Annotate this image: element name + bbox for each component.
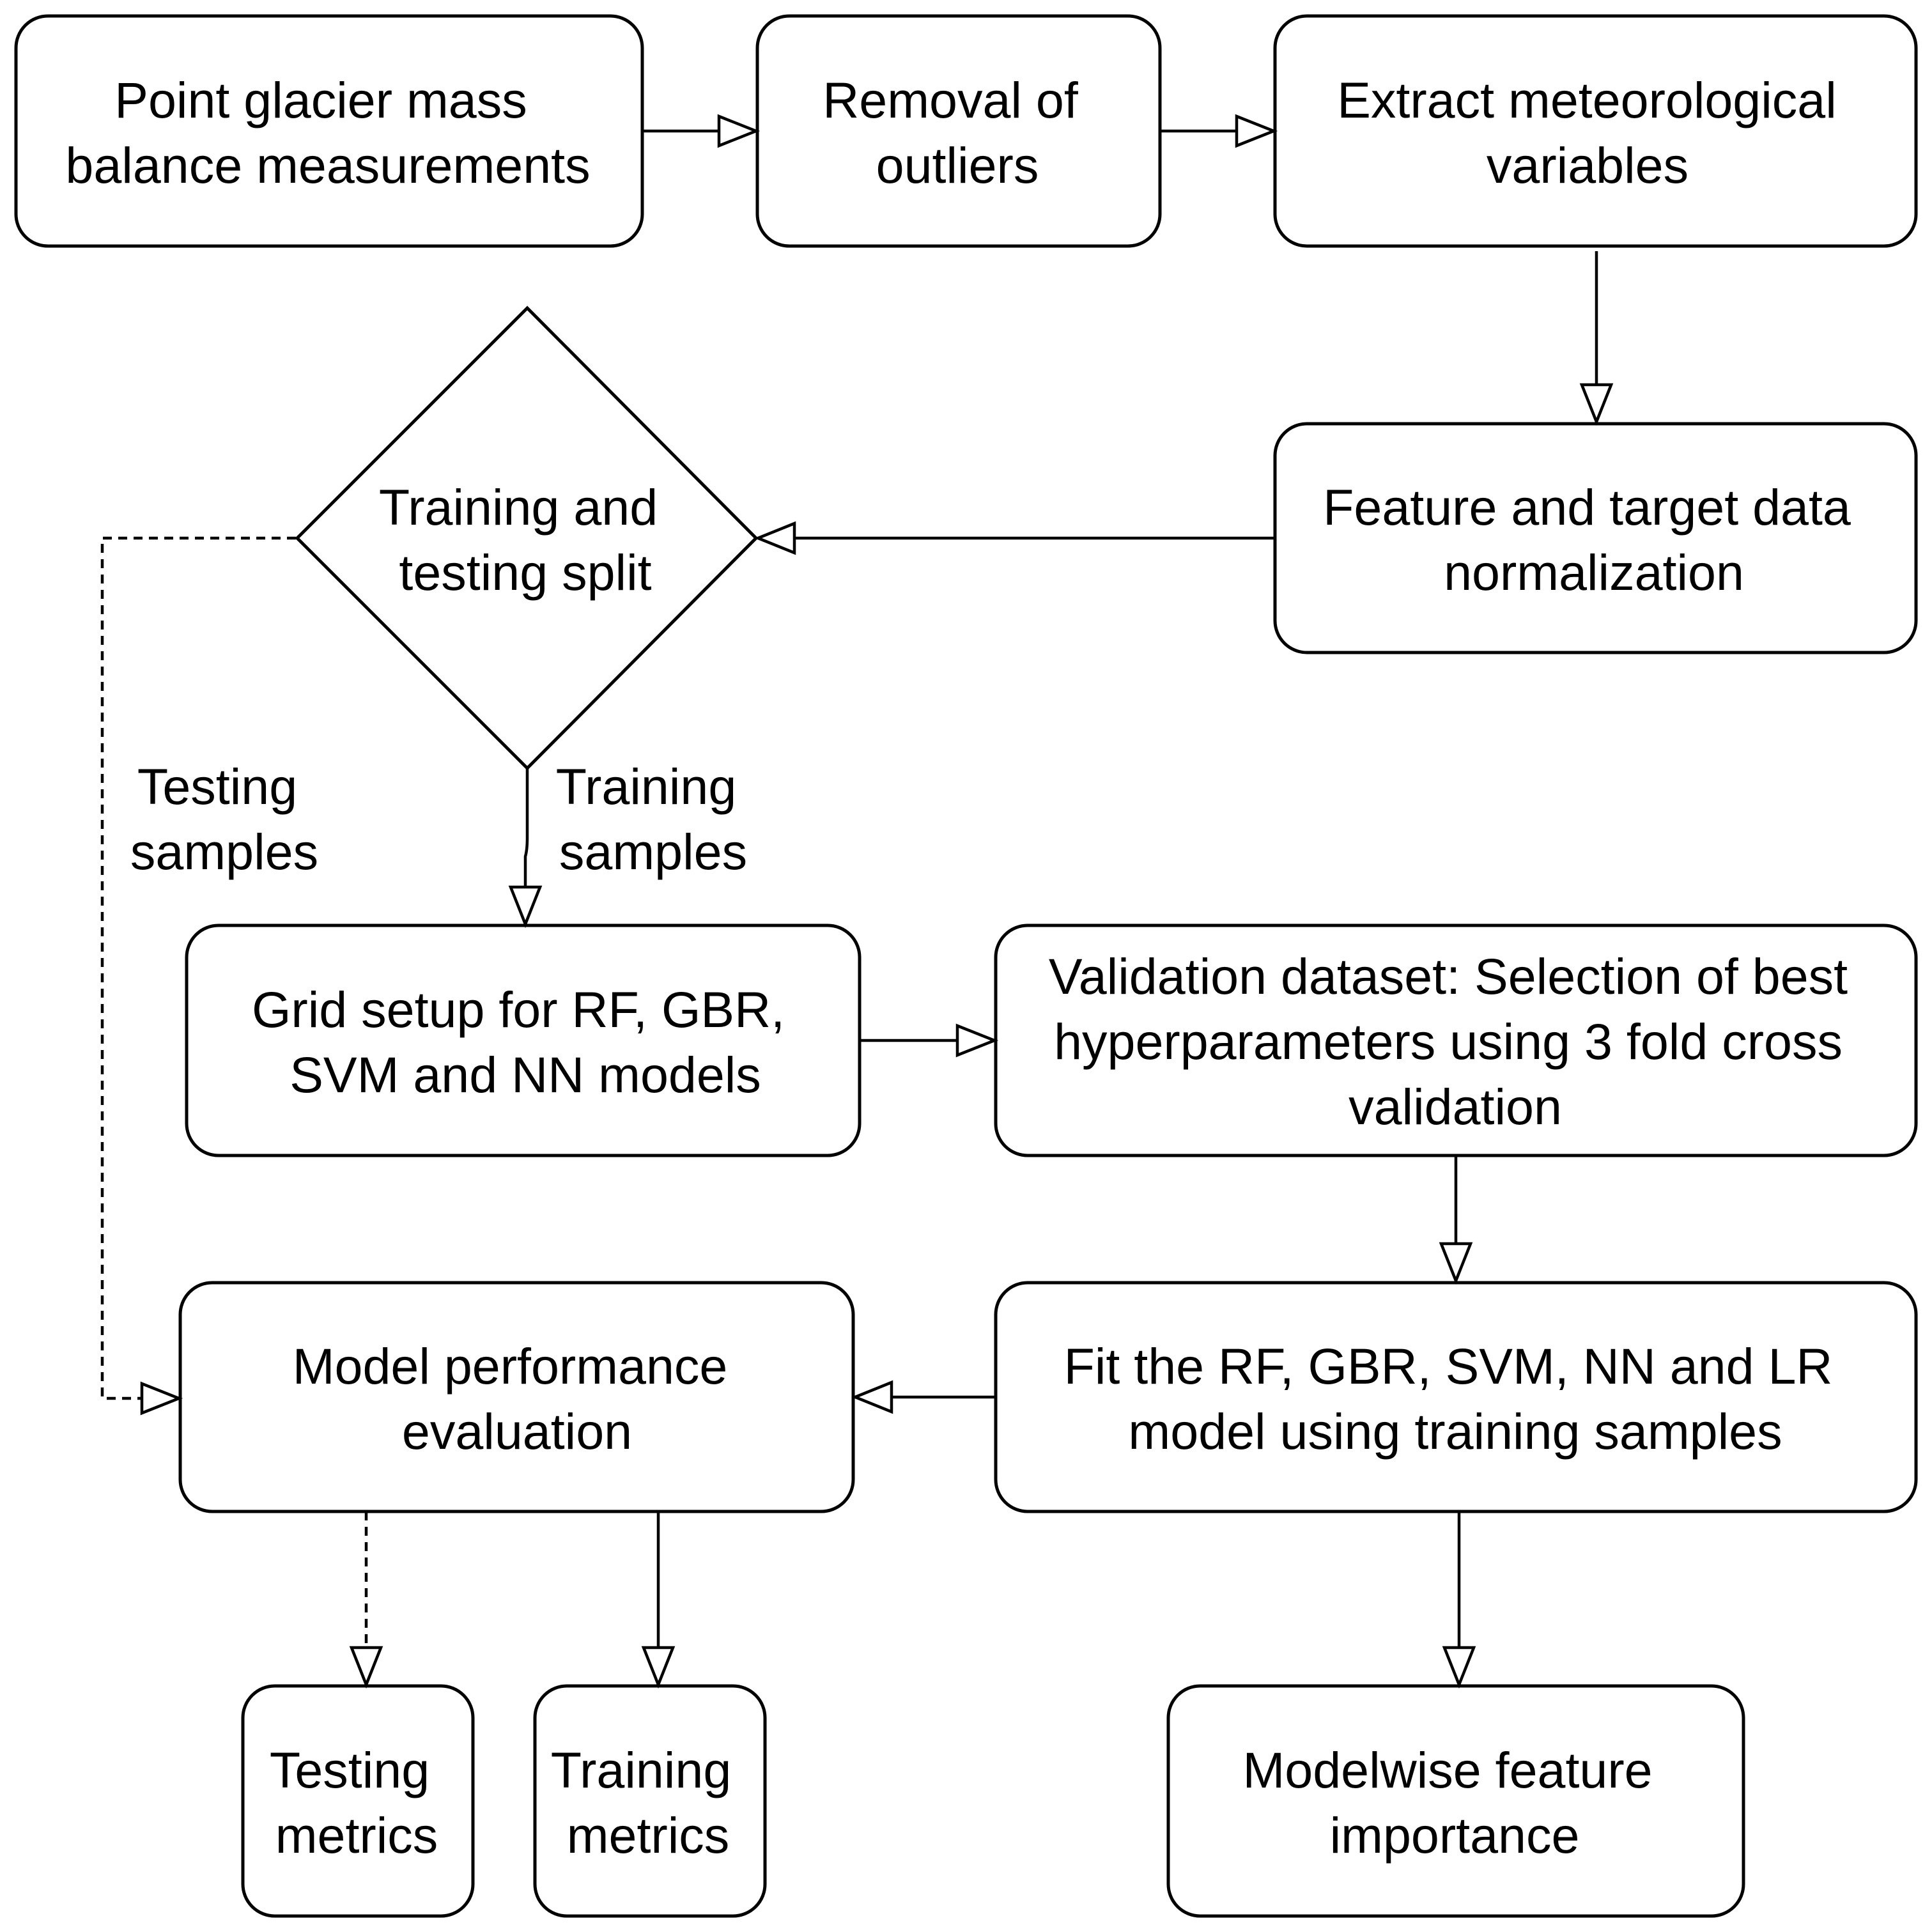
- node-testing-metrics-box: [241, 1684, 475, 1918]
- node-performance-box: [178, 1281, 855, 1513]
- node-point-glacier-text: Point glacier mass balance measurements: [65, 72, 590, 194]
- node-grid-setup-box: [185, 923, 862, 1157]
- arrowhead-icon: [717, 114, 761, 148]
- arrowhead-icon: [1579, 383, 1614, 426]
- arrowhead-icon: [955, 1023, 999, 1058]
- node-split-diamond: [295, 305, 759, 771]
- arrowhead-icon: [1235, 114, 1278, 148]
- edge-split-to-performance: [100, 536, 296, 1400]
- arrowhead-icon: [641, 1646, 676, 1689]
- node-grid-setup-text: Grid setup for RF, GBR, SVM and NN model…: [252, 981, 799, 1103]
- node-fit-models-text: Fit the RF, GBR, SVM, NN and LR model us…: [1064, 1338, 1847, 1460]
- arrowhead-icon: [508, 885, 543, 929]
- node-feature-importance-text: Modelwise feature importance: [1242, 1742, 1666, 1864]
- node-performance-text: Model performance evaluation: [293, 1338, 742, 1460]
- node-feature-importance-box: [1166, 1684, 1745, 1918]
- arrowhead-icon: [753, 521, 796, 555]
- node-removal-outliers-text: Removal of outliers: [823, 72, 1092, 194]
- edge-label-testing-samples: Testing samples: [130, 758, 318, 880]
- node-split-text: Training and testing split: [379, 479, 672, 601]
- arrowhead-icon: [1442, 1646, 1476, 1689]
- node-training-metrics-text: Training metrics: [551, 1742, 745, 1864]
- node-point-glacier-box: [14, 14, 644, 248]
- node-removal-outliers-box: [755, 14, 1162, 248]
- node-extract-met-box: [1273, 14, 1918, 248]
- node-normalization-box: [1273, 422, 1918, 654]
- arrowhead-icon: [851, 1380, 893, 1414]
- node-validation-text: Validation dataset: Selection of best hy…: [1049, 948, 1862, 1135]
- edge-split-to-grid: [523, 768, 529, 887]
- arrowhead-icon: [1439, 1242, 1473, 1285]
- node-training-metrics-box: [533, 1684, 767, 1918]
- arrowhead-icon: [349, 1646, 383, 1689]
- arrowhead-icon: [140, 1381, 183, 1416]
- edge-label-training-samples: Training samples: [556, 758, 750, 880]
- node-normalization-text: Feature and target data normalization: [1323, 479, 1865, 601]
- node-fit-models-box: [994, 1281, 1918, 1513]
- node-testing-metrics-text: Testing metrics: [270, 1742, 444, 1864]
- node-extract-met-text: Extract meteorological variables: [1337, 72, 1851, 194]
